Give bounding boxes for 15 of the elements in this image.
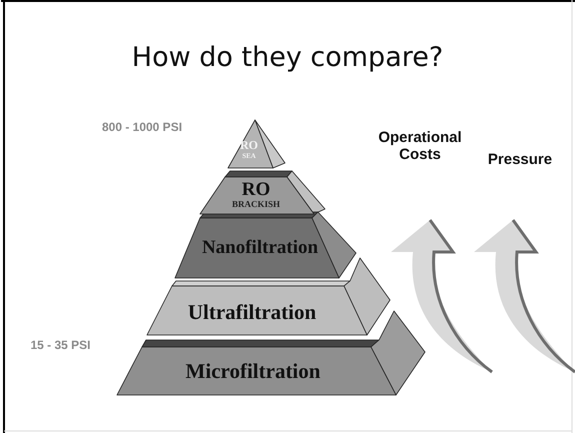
layer-label: Microfiltration	[186, 361, 320, 382]
layer-label: RO	[242, 180, 270, 199]
layer-label: RO	[240, 139, 258, 151]
layer-label: Nanofiltration	[202, 238, 318, 257]
layer-label: Ultrafiltration	[188, 302, 316, 323]
pyramid-layer	[117, 347, 396, 395]
axis-label: Pressure	[486, 152, 554, 168]
pressure-value: 800 - 1000 PSI	[100, 121, 184, 134]
axis-label: Operational Costs	[377, 130, 463, 163]
pyramid-layer	[200, 177, 314, 214]
layer-label: BRACKISH	[232, 200, 280, 209]
pyramid-layer	[175, 218, 339, 278]
pyramid-layer	[228, 120, 273, 168]
pressure-value: 15 - 35 PSI	[29, 339, 92, 352]
slide-title: How do they compare?	[130, 42, 444, 74]
